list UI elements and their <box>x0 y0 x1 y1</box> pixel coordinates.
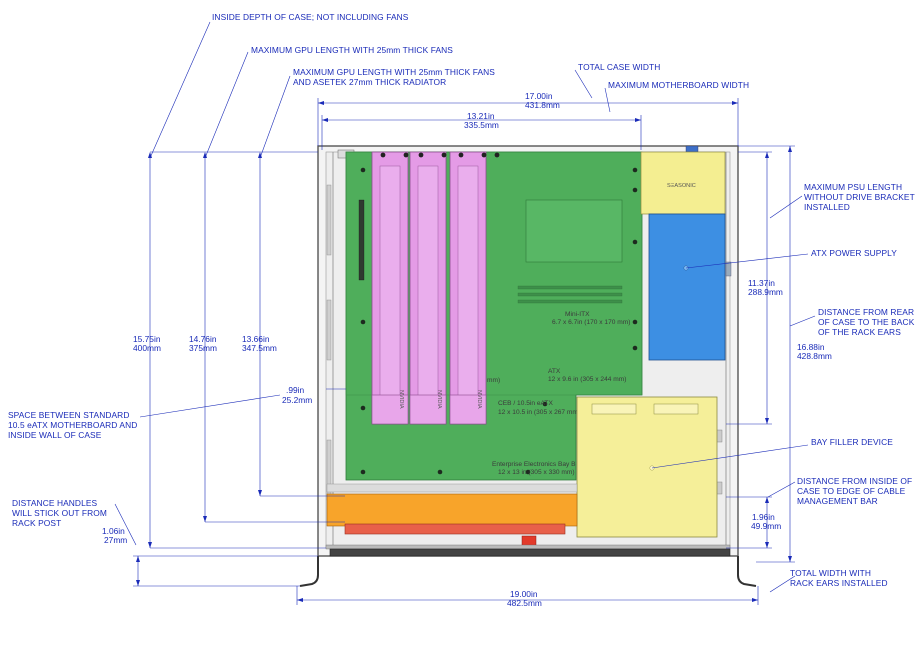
annotations: INSIDE DEPTH OF CASE; NOT INCLUDING FANS… <box>8 12 915 588</box>
dim-196-in: 1.96in <box>752 512 775 522</box>
dim-1688-mm: 428.8mm <box>797 351 832 361</box>
dim-1321-in: 13.21in <box>467 111 495 121</box>
psu-top-section <box>640 151 726 215</box>
label-rear-3: OF THE RACK EARS <box>818 327 901 337</box>
label-total-width-1: TOTAL WIDTH WITH <box>790 568 871 578</box>
label-space-3: INSIDE WALL OF CASE <box>8 430 102 440</box>
dim-1476-in: 14.76in <box>189 334 217 344</box>
label-handles-2: WILL STICK OUT FROM <box>12 508 107 518</box>
fan-bar-rail <box>326 483 578 493</box>
gpu-card-2: NVIDIA <box>409 151 447 425</box>
power-supply: SΞASONIC <box>640 151 726 361</box>
mini-itx-label: Mini-ITX <box>565 311 590 318</box>
dim-106-in: 1.06in <box>102 526 125 536</box>
gpu-cards: NVIDIA NVIDIA NVIDIA <box>371 151 500 425</box>
leader-lines <box>114 21 816 593</box>
atx-label: ATX <box>548 368 561 375</box>
dimension-lines <box>133 98 795 605</box>
dim-1700-in: 17.00in <box>525 91 553 101</box>
gpu-card-3: NVIDIA <box>449 151 487 425</box>
mm-fragment: mm) <box>487 377 500 384</box>
label-cable-1: DISTANCE FROM INSIDE OF <box>797 476 912 486</box>
memory-slot <box>517 292 623 297</box>
label-space-2: 10.5 eATX MOTHERBOARD AND <box>8 420 137 430</box>
top-bracket <box>685 145 699 153</box>
dim-1321-mm: 335.5mm <box>464 120 499 130</box>
label-max-gpu-radiator-2: AND ASETEK 27mm THICK RADIATOR <box>293 77 446 87</box>
dim-099-mm: 25.2mm <box>282 395 312 405</box>
left-rail-slot <box>326 184 332 256</box>
label-cable-2: CASE TO EDGE OF CABLE <box>797 486 906 496</box>
label-handles-1: DISTANCE HANDLES <box>12 498 98 508</box>
ceb-label: CEB / 10.5in eATX <box>498 400 553 407</box>
label-max-psu-2: WITHOUT DRIVE BRACKET <box>804 192 915 202</box>
gpu-logo: NVIDIA <box>398 390 404 409</box>
io-header <box>358 199 365 281</box>
eeb-label: Enterprise Electronics Bay B <box>492 461 576 468</box>
dim-1575-in: 15.75in <box>133 334 161 344</box>
right-handle <box>737 556 757 587</box>
arrowheads <box>136 101 792 602</box>
mounting-holes <box>360 167 638 475</box>
dim-1700-mm: 431.8mm <box>525 100 560 110</box>
gpu-logo: NVIDIA <box>476 390 482 409</box>
dim-1137-mm: 288.9mm <box>748 287 783 297</box>
dim-1366-in: 13.66in <box>242 334 270 344</box>
left-handle <box>299 556 319 587</box>
psu-logo: SΞASONIC <box>667 183 696 189</box>
ceb-size: 12 x 10.5 in (305 x 267 mm) <box>498 409 580 416</box>
dim-196-mm: 49.9mm <box>751 521 781 531</box>
memory-slot <box>517 285 623 290</box>
label-bay-filler: BAY FILLER DEVICE <box>811 437 893 447</box>
label-cable-3: MANAGEMENT BAR <box>797 496 878 506</box>
label-atx-psu: ATX POWER SUPPLY <box>811 248 897 258</box>
front-bezel <box>329 548 731 557</box>
label-space-1: SPACE BETWEEN STANDARD <box>8 410 129 420</box>
dim-1366-mm: 347.5mm <box>242 343 277 353</box>
left-rail-slot <box>326 299 332 361</box>
fans <box>344 523 566 535</box>
eeb-size: 12 x 13 in (305 x 330 mm) <box>498 469 575 476</box>
front-panel <box>299 544 757 587</box>
label-max-psu-3: INSTALLED <box>804 202 850 212</box>
label-rear-2: OF CASE TO THE BACK <box>818 317 915 327</box>
bay-filler-device <box>576 396 718 538</box>
dim-1900-mm: 482.5mm <box>507 598 542 608</box>
dimension-values: 15.75in 400mm 14.76in 375mm 13.66in 347.… <box>102 91 832 608</box>
dim-099-in: .99in <box>286 385 305 395</box>
label-max-gpu-radiator-1: MAXIMUM GPU LENGTH WITH 25mm THICK FANS <box>293 67 495 77</box>
atx-size: 12 x 9.6 in (305 x 244 mm) <box>548 376 626 383</box>
fan-area <box>326 483 578 549</box>
label-total-case-width: TOTAL CASE WIDTH <box>578 62 660 72</box>
right-rail-tab <box>725 261 732 277</box>
dim-1137-in: 11.37in <box>748 278 775 288</box>
cable-management-bar <box>325 544 731 550</box>
dim-1476-mm: 375mm <box>189 343 217 353</box>
label-rear-1: DISTANCE FROM REAR <box>818 307 914 317</box>
mini-itx-size: 6.7 x 6.7in (170 x 170 mm) <box>552 319 630 326</box>
label-handles-3: RACK POST <box>12 518 61 528</box>
memory-slot <box>517 299 623 304</box>
label-total-width-2: RACK EARS INSTALLED <box>790 578 888 588</box>
label-depth-case: INSIDE DEPTH OF CASE; NOT INCLUDING FANS <box>212 12 409 22</box>
label-max-mb-width: MAXIMUM MOTHERBOARD WIDTH <box>608 80 749 90</box>
form-factor-outline <box>345 151 643 396</box>
label-max-gpu-25: MAXIMUM GPU LENGTH WITH 25mm THICK FANS <box>251 45 453 55</box>
label-max-psu-1: MAXIMUM PSU LENGTH <box>804 182 902 192</box>
dim-1575-mm: 400mm <box>133 343 161 353</box>
chipset <box>525 199 623 263</box>
gpu-logo: NVIDIA <box>436 390 442 409</box>
fan-bar <box>326 493 578 527</box>
dim-1900-in: 19.00in <box>510 589 538 599</box>
psu-body <box>648 213 726 361</box>
dim-1688-in: 16.88in <box>797 342 825 352</box>
gpu-card-1: NVIDIA <box>371 151 409 425</box>
dim-106-mm: 27mm <box>104 535 127 545</box>
